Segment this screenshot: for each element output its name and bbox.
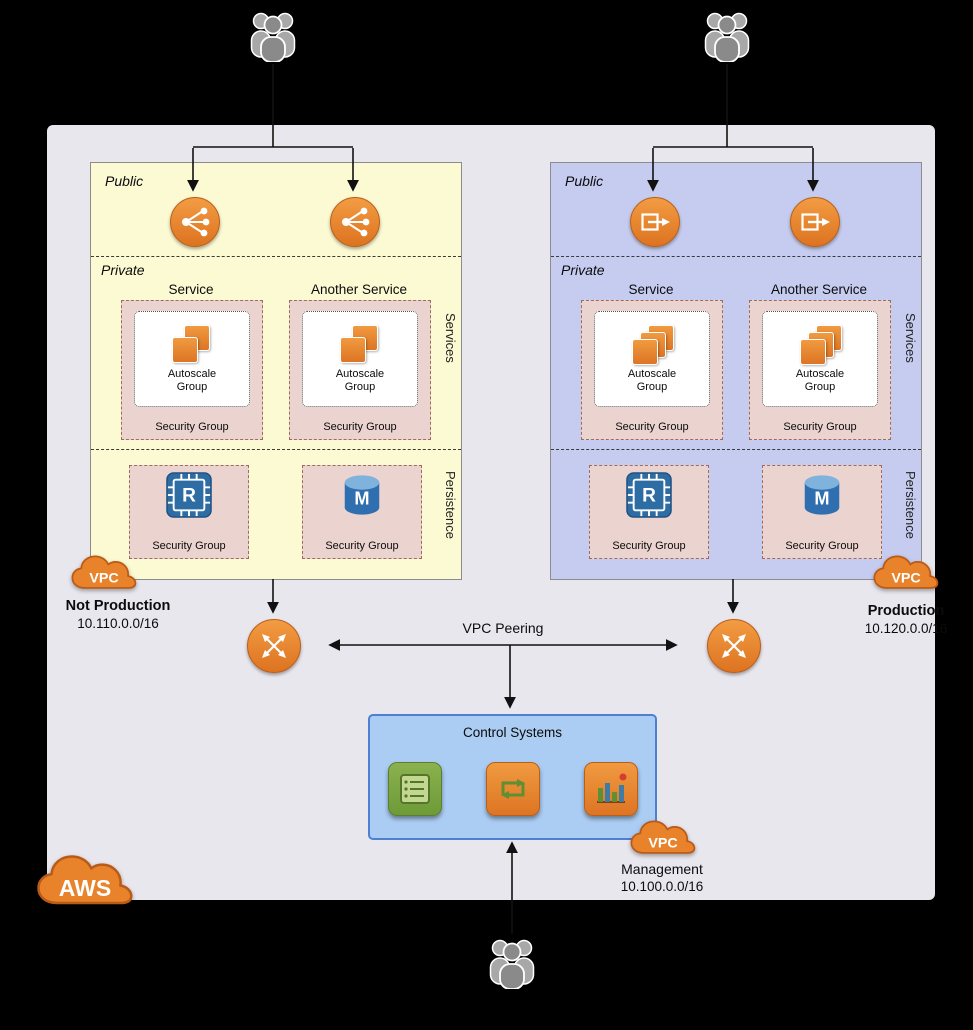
services-tier-label: Services: [443, 313, 458, 363]
elb-classic-glyph: [182, 207, 210, 237]
security-group-mysql: M Security Group: [762, 465, 882, 559]
deploy-flow-icon: [486, 762, 540, 816]
vpc-cloud-icon: VPC: [630, 820, 696, 854]
vpc-cidr: 10.120.0.0/16: [864, 621, 948, 636]
svg-text:M: M: [354, 489, 369, 509]
ec2-instances-icon: [340, 324, 380, 363]
security-group-label: Security Group: [783, 421, 857, 433]
svg-text:M: M: [814, 489, 829, 509]
elb-classic-glyph: [342, 207, 370, 237]
public-private-divider: [551, 256, 921, 257]
autoscale-group-box: Autoscale Group: [762, 311, 878, 407]
autoscale-group-label: Autoscale Group: [795, 367, 845, 393]
security-group-label: Security Group: [155, 421, 229, 433]
security-group-redis: R Security Group: [589, 465, 709, 559]
router-glyph: [722, 634, 746, 658]
elb-app-glyph: [801, 213, 830, 231]
vpc-not-production: Public Private Service Another Service A…: [90, 162, 462, 580]
vpc-name: Management: [621, 861, 703, 877]
control-systems-box: Control Systems: [368, 714, 657, 840]
users-icon: [704, 12, 750, 62]
vpc-cidr: 10.110.0.0/16: [77, 616, 159, 631]
monitoring-chart-icon: [584, 762, 638, 816]
control-systems-title: Control Systems: [462, 725, 563, 740]
vpc-cloud-icon: VPC: [71, 555, 137, 589]
vpc-name-block: Not Production 10.110.0.0/16: [38, 598, 198, 631]
persistence-tier-label: Persistence: [443, 471, 458, 539]
config-list-icon: [388, 762, 442, 816]
services-tier-label: Services: [903, 313, 918, 363]
svg-text:AWS: AWS: [59, 875, 111, 901]
public-subnet-label: Public: [105, 173, 144, 189]
vpc-router-icon: [247, 619, 301, 673]
ec2-instances-icon: [632, 324, 674, 365]
vpc-cidr: 10.100.0.0/16: [620, 879, 704, 894]
users-icon: [250, 12, 296, 62]
svg-text:R: R: [182, 486, 196, 507]
autoscale-group-box: Autoscale Group: [594, 311, 710, 407]
svg-text:VPC: VPC: [89, 571, 118, 587]
service-title: Service: [168, 282, 214, 297]
autoscale-group-box: Autoscale Group: [134, 311, 250, 407]
private-subnet-label: Private: [561, 262, 605, 278]
service-title: Another Service: [310, 282, 408, 297]
security-group-label: Security Group: [325, 540, 399, 552]
autoscale-group-label: Autoscale Group: [627, 367, 677, 393]
security-group-mysql: M Security Group: [302, 465, 422, 559]
services-persistence-divider: [91, 449, 461, 450]
mysql-database-icon: M: [344, 475, 380, 515]
load-balancer-icon: [330, 197, 380, 247]
vpc-name-block: Management 10.100.0.0/16: [582, 861, 742, 894]
ec2-instances-icon: [800, 324, 842, 365]
svg-text:VPC: VPC: [648, 836, 677, 852]
mysql-database-icon: M: [804, 475, 840, 515]
public-subnet-label: Public: [565, 173, 604, 189]
load-balancer-icon: [630, 197, 680, 247]
autoscale-group-box: Autoscale Group: [302, 311, 418, 407]
security-group-label: Security Group: [323, 421, 397, 433]
security-group-service: Autoscale Group Security Group: [749, 300, 891, 440]
services-persistence-divider: [551, 449, 921, 450]
load-balancer-icon: [790, 197, 840, 247]
vpc-peering-label: VPC Peering: [462, 620, 544, 636]
vpc-name: Production: [867, 603, 945, 619]
vpc-router-icon: [707, 619, 761, 673]
security-group-service: Autoscale Group Security Group: [581, 300, 723, 440]
service-title: Service: [628, 282, 674, 297]
vpc-production: Public Private Service Another Service A…: [550, 162, 922, 580]
private-subnet-label: Private: [101, 262, 145, 278]
security-group-label: Security Group: [615, 421, 689, 433]
autoscale-group-label: Autoscale Group: [167, 367, 217, 393]
elb-app-glyph: [641, 213, 670, 231]
security-group-service: Autoscale Group Security Group: [121, 300, 263, 440]
svg-text:VPC: VPC: [891, 571, 920, 587]
vpc-name-block: Production 10.120.0.0/16: [826, 603, 973, 636]
autoscale-group-label: Autoscale Group: [335, 367, 385, 393]
elasticache-redis-icon: R: [626, 472, 672, 518]
vpc-name: Not Production: [65, 598, 171, 614]
security-group-redis: R Security Group: [129, 465, 249, 559]
load-balancer-icon: [170, 197, 220, 247]
ec2-instances-icon: [172, 324, 212, 363]
security-group-label: Security Group: [785, 540, 859, 552]
users-icon: [489, 939, 535, 989]
vpc-cloud-icon: VPC: [873, 555, 939, 589]
aws-cloud-icon: AWS: [37, 855, 133, 905]
security-group-label: Security Group: [152, 540, 226, 552]
svg-text:R: R: [642, 486, 656, 507]
public-private-divider: [91, 256, 461, 257]
security-group-service: Autoscale Group Security Group: [289, 300, 431, 440]
elasticache-redis-icon: R: [166, 472, 212, 518]
router-glyph: [262, 634, 286, 658]
persistence-tier-label: Persistence: [903, 471, 918, 539]
security-group-label: Security Group: [612, 540, 686, 552]
service-title: Another Service: [770, 282, 868, 297]
